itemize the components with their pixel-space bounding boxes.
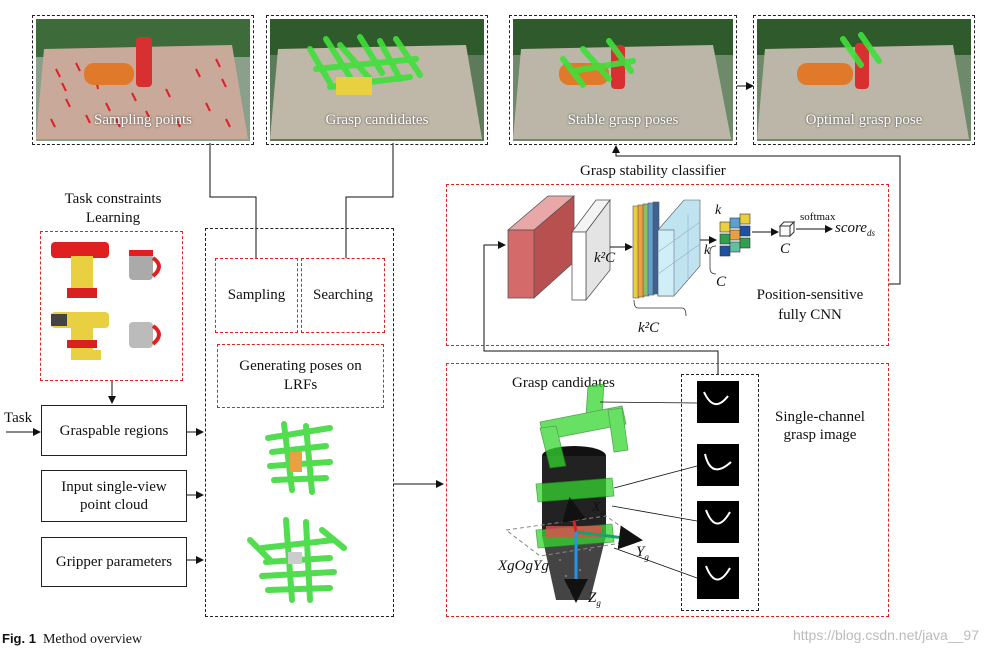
grasp-candidates-image: Grasp candidates [270, 19, 484, 141]
figure-caption-text: Method overview [42, 632, 143, 647]
searching-box: Searching [301, 258, 385, 333]
watermark: https://blog.csdn.net/java__97 [792, 627, 979, 643]
axis-z-text: Z [588, 590, 597, 606]
classifier-title: Grasp stability classifier [580, 163, 726, 179]
k2c-label-a: k²C [594, 250, 616, 266]
axis-y-label: Yg [636, 544, 649, 562]
sampling-points-label: Sampling points [94, 112, 192, 128]
frame-label: XgOgYg [498, 558, 549, 574]
axis-y-sub: g [644, 552, 649, 562]
task-label: Task [4, 410, 33, 426]
optimal-grasp-pose-image: Optimal grasp pose [757, 19, 971, 141]
gripper-parameters-label: Gripper parameters [55, 554, 173, 570]
stable-grasp-poses-image: Stable grasp poses [513, 19, 733, 141]
tool-affordance-images [51, 242, 161, 360]
grasp-generator-box [205, 228, 394, 617]
axis-x-sub: g [600, 506, 606, 517]
searching-label: Searching [313, 287, 373, 303]
task-constraints-title: Task constraints Learning [30, 189, 196, 229]
generating-poses-box: Generating poses on LRFs [217, 344, 384, 408]
c-under-label: C [716, 274, 727, 290]
optimal-grasp-pose-box [753, 15, 975, 145]
score-text: score [835, 220, 867, 236]
axis-z-sub: g [596, 598, 601, 608]
softmax-label: softmax [800, 211, 836, 223]
k2c-label-b: k²C [638, 320, 660, 336]
sampling-points-box [32, 15, 254, 145]
figure-number: Fig. 1 [2, 631, 36, 646]
figure-caption: Fig. 1 Method overview [2, 631, 142, 648]
point-cloud-label: Input single-view point cloud [61, 479, 167, 513]
single-channel-label: Single-channel grasp image [775, 409, 865, 443]
graspable-regions-label: Graspable regions [59, 422, 169, 439]
generating-poses-label: Generating poses on LRFs [239, 358, 362, 393]
axis-x-label: Xg [592, 500, 605, 517]
stable-grasp-poses-label: Stable grasp poses [567, 112, 679, 128]
axis-z-label: Zg [588, 590, 601, 608]
sampling-box: Sampling [215, 258, 298, 333]
axis-y-text: Y [636, 544, 645, 560]
score-label: scoreds [835, 220, 875, 238]
stable-grasp-poses-box [509, 15, 737, 145]
task-constraints-line1: Task constraints [64, 191, 162, 207]
point-cloud-box: Input single-view point cloud [41, 470, 187, 522]
k-top-label: k [715, 203, 722, 218]
sampling-label: Sampling [227, 287, 286, 303]
sampling-points-image: Sampling points [36, 19, 250, 141]
gripper-parameters-box: Gripper parameters [41, 537, 187, 587]
grasp-candidates-photo-label: Grasp candidates [325, 112, 429, 128]
classifier-box [446, 184, 889, 346]
score-subscript: ds [866, 228, 875, 238]
optimal-grasp-pose-label: Optimal grasp pose [805, 112, 923, 128]
task-constraints-box [40, 231, 183, 381]
c-right-label: C [780, 241, 791, 257]
axis-x-text: X [592, 500, 601, 515]
task-constraints-line2: Learning [85, 210, 141, 226]
k-side-label: k [704, 243, 711, 258]
graspable-regions-box: Graspable regions [41, 405, 187, 456]
network-name: Position-sensitive fully CNN [756, 287, 864, 323]
grasp-images-box [681, 374, 759, 611]
candidates-panel [446, 363, 889, 617]
grasp-candidates-photo-box [266, 15, 488, 145]
